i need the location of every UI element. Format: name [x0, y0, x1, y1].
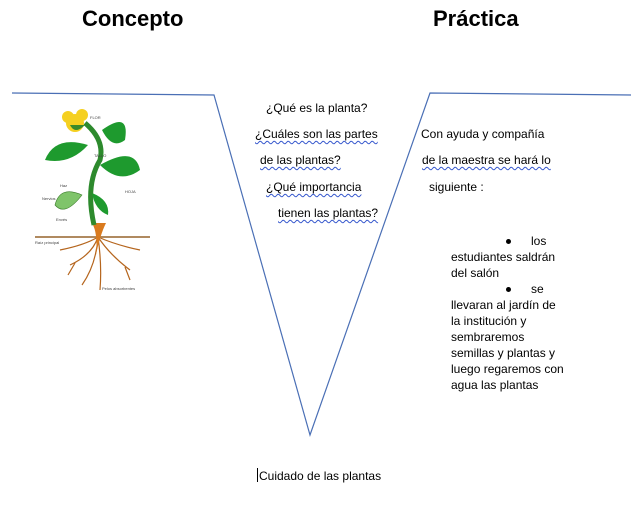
footer-title-text: Cuidado de las plantas [259, 469, 382, 483]
footer-title: Cuidado de las plantas [257, 468, 381, 483]
plant-label-enves: Envés [56, 217, 67, 222]
question-3-line2: tienen las plantas? [278, 206, 378, 220]
bullet-1-text: estudiantes saldrán del salón [451, 250, 556, 280]
heading-practica: Práctica [433, 6, 519, 31]
plant-label-nervios: Nervios [42, 196, 56, 201]
plant-label-tallo: TALLO [94, 153, 106, 158]
bullet-1-head: los [531, 234, 547, 248]
practice-intro-line3: siguiente : [429, 180, 484, 194]
plant-label-haz: Haz [60, 183, 67, 188]
question-2-line1: ¿Cuáles son las partes [255, 127, 378, 141]
practice-bullet-list: los estudiantes saldrán del salón se lle… [451, 233, 566, 393]
question-3-line2-text: tienen las plantas? [278, 206, 379, 220]
question-2-line2-text: de las plantas? [260, 153, 341, 167]
text-cursor-icon [257, 468, 258, 482]
plant-label-raiz: Raíz principal [35, 240, 59, 245]
plant-label-flor: FLOR [90, 115, 101, 120]
bullet-item-2: se llevaran al jardín de la institución … [451, 281, 566, 393]
question-2-line2: de las plantas? [260, 153, 341, 167]
bullet-item-1: los estudiantes saldrán del salón [451, 233, 566, 281]
heading-concepto: Concepto [82, 6, 184, 31]
practice-intro-line2-text: de la maestra se hará lo [422, 153, 551, 167]
question-2-line1-text: ¿Cuáles son las partes [255, 127, 378, 141]
practice-intro-line2: de la maestra se hará lo [422, 153, 551, 167]
bullet-2-head: se [531, 282, 544, 296]
bullet-dot-icon [506, 287, 511, 292]
practice-intro-line1: Con ayuda y compañía [421, 127, 545, 141]
plant-label-pelos: Pelos absorbentes [102, 286, 135, 291]
bullet-dot-icon [506, 239, 511, 244]
question-1: ¿Qué es la planta? [266, 101, 368, 115]
plant-label-hoja: HOJA [125, 189, 136, 194]
question-3-line1: ¿Qué importancia [266, 180, 361, 194]
bullet-2-text: llevaran al jardín de la institución y s… [451, 298, 564, 392]
plant-diagram-image: FLOR TALLO HOJA Haz Nervios Envés Raíz p… [35, 109, 150, 291]
question-3-line1-text: ¿Qué importancia [266, 180, 362, 194]
